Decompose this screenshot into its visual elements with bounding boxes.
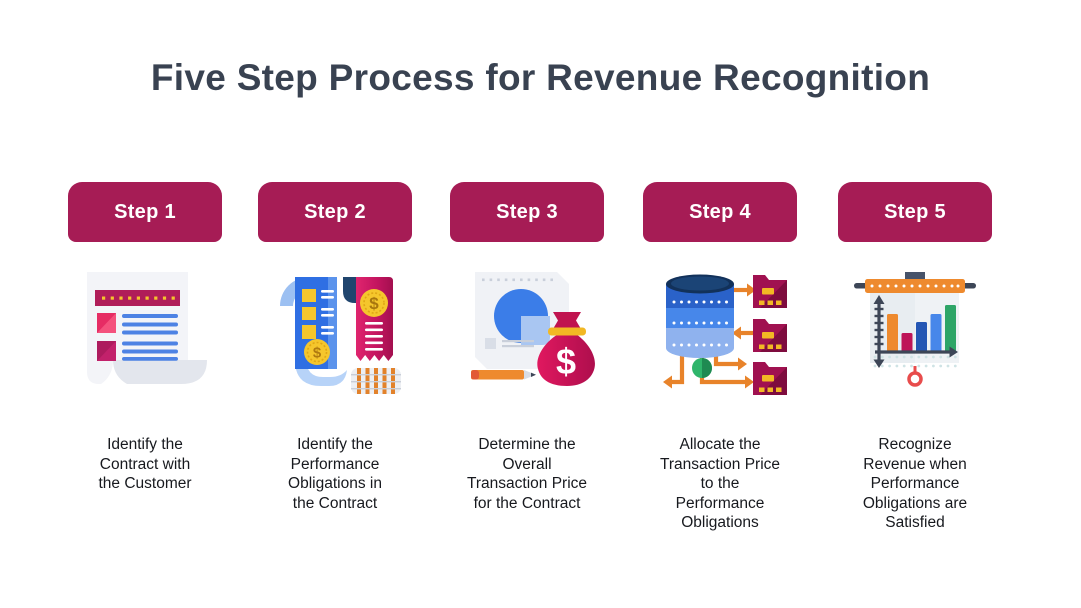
database-folders-icon	[650, 262, 790, 402]
receipts-icon: $ $	[265, 262, 405, 402]
step-5-caption: Recognize Revenue when Performance Oblig…	[862, 436, 968, 532]
svg-text:$: $	[369, 294, 379, 313]
presentation-chart-icon	[845, 262, 985, 402]
step-2-caption: Identify the Performance Obligations in …	[288, 436, 382, 512]
svg-text:$: $	[556, 341, 576, 382]
step-3-caption: Determine the Overall Transaction Price …	[466, 436, 588, 512]
step-column-5: Step 5	[838, 182, 992, 533]
contract-document-icon	[75, 262, 215, 402]
step-3-badge: Step 3	[450, 182, 604, 242]
svg-text:$: $	[313, 345, 322, 362]
step-column-3: Step 3	[450, 182, 604, 513]
step-column-1: Step 1	[68, 182, 222, 494]
step-1-caption: Identify the Contract with the Customer	[98, 436, 192, 493]
step-column-2: Step 2	[258, 182, 412, 513]
step-5-badge: Step 5	[838, 182, 992, 242]
step-4-caption: Allocate the Transaction Price to the Pe…	[659, 436, 781, 532]
step-2-badge: Step 2	[258, 182, 412, 242]
step-1-badge: Step 1	[68, 182, 222, 242]
money-bag-document-icon: $	[457, 262, 597, 402]
page-title: Five Step Process for Revenue Recognitio…	[150, 57, 931, 98]
step-4-badge: Step 4	[643, 182, 797, 242]
step-column-4: Step 4	[643, 182, 797, 533]
